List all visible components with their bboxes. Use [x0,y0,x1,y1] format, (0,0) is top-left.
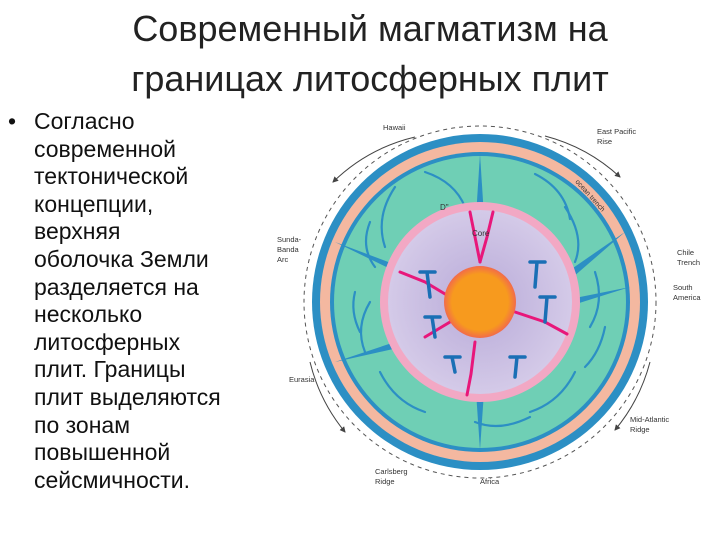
earth-structure-diagram: Hawaii East Pacific Rise Sunda- Banda Ar… [277,123,701,486]
label-mid-atlantic-2: Ridge [630,425,650,434]
bullet-line: плит. Границы [34,356,186,383]
convection-currents [352,170,607,428]
bullet-line: литосферных [34,328,181,355]
bullet-line: плит выделяются [34,383,221,410]
bullet-line: разделяется на [34,273,199,300]
label-chile-1: Chile [677,248,694,257]
label-sunda-3: Arc [277,255,289,264]
label-east-pacific-1: East Pacific [597,127,636,136]
bullet-line: несколько [34,301,143,328]
label-core: Core [472,229,490,238]
label-carlsberg-1: Carlsberg [375,467,408,476]
title-line-2: границах литосферных плит [131,58,609,99]
label-chile-2: Trench [677,258,700,267]
label-d-layer: D" [440,203,449,212]
label-east-pacific-2: Rise [597,137,612,146]
bullet-line: оболочка Земли [34,245,209,272]
label-eurasia: Eurasia [289,375,315,384]
bullet-line: тектонической [34,163,189,190]
bullet-line: повышенной [34,439,171,466]
slide-title: Современный магматизм на границах литосф… [90,4,650,104]
bullet-line: современной [34,135,176,162]
label-carlsberg-2: Ridge [375,477,395,486]
bullet-text: Согласно современной тектонической конце… [34,108,270,494]
inner-core [444,266,516,338]
bullet-dot: • [8,108,17,134]
label-sunda-1: Sunda- [277,235,302,244]
motion-ring [303,125,657,479]
label-africa: Africa [480,477,500,486]
cold-downwellings [418,260,557,379]
title-line-1: Современный магматизм на [132,8,608,49]
bullet-line: по зонам [34,411,131,438]
motion-arrow [332,136,416,183]
motion-arrow [309,361,346,433]
bullet-line: сейсмичности. [34,466,191,493]
label-south-america-2: America [673,293,701,302]
label-south-america-1: South [673,283,693,292]
motion-arrow [614,361,651,431]
label-sunda-2: Banda [277,245,300,254]
bullet-line: Согласно [34,108,135,134]
label-mid-atlantic-1: Mid-Atlantic [630,415,669,424]
label-hawaii: Hawaii [383,123,406,132]
motion-arrow [544,135,621,178]
bullet-line: концепции, [34,190,154,217]
bullet-line: верхняя [34,218,121,245]
